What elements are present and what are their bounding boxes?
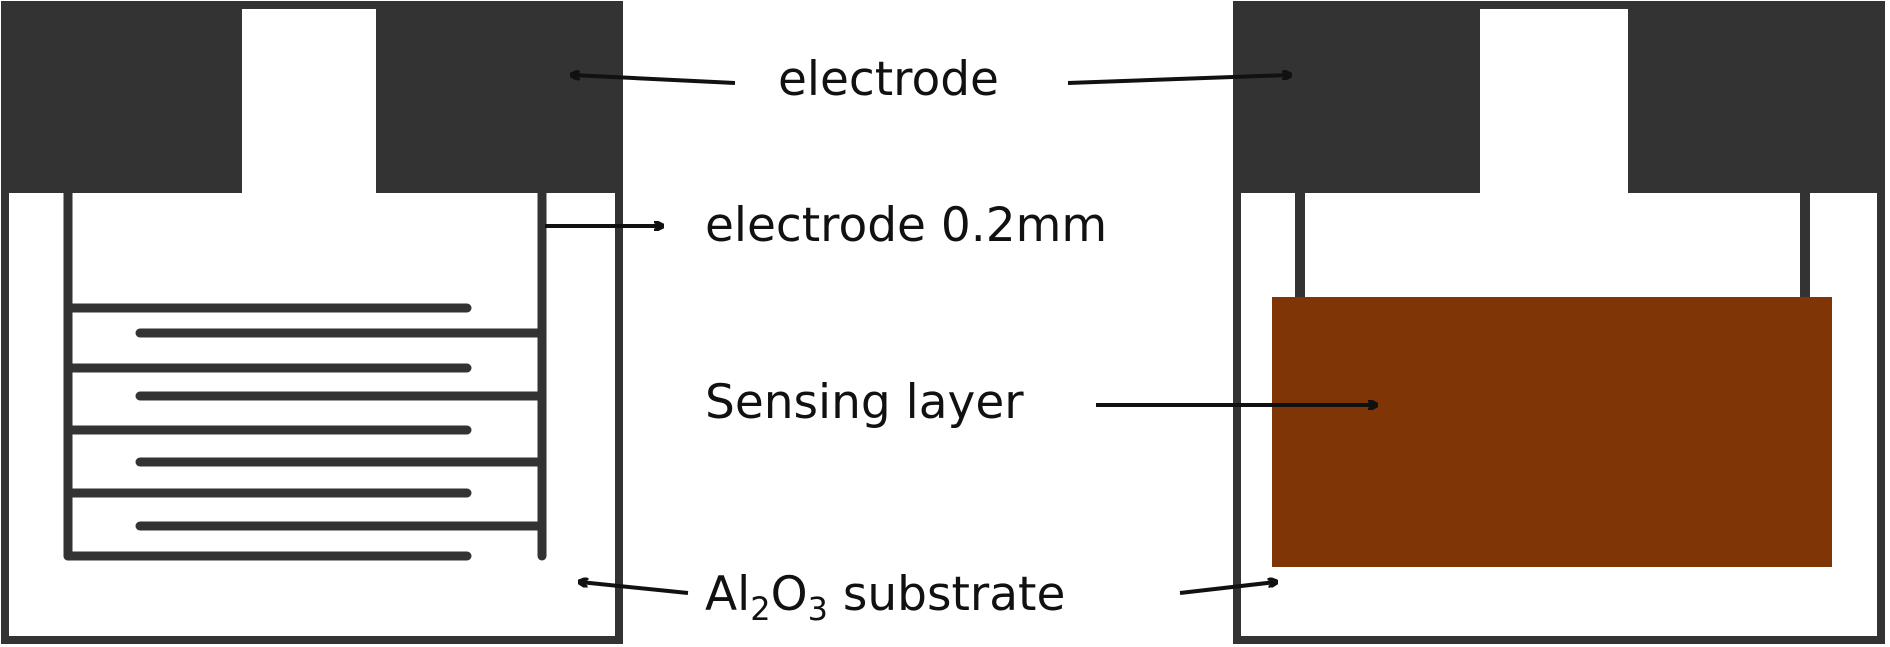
substrate-o: O [771,567,808,622]
label-substrate: Al2O3 substrate [705,567,1065,628]
label-electrode-width: electrode 0.2mm [705,198,1107,253]
interdigitated-electrode [63,188,547,561]
label-sensing-layer: Sensing layer [705,375,1024,430]
arrow-electrode-right [1067,75,1290,85]
label-electrode: electrode [778,52,999,107]
substrate-sub-2: 2 [750,590,770,628]
arrow-electrode-left [572,75,736,85]
right-electrode-pad-left [1237,5,1480,193]
sensing-layer [1272,297,1832,567]
left-sensor [1,1,623,644]
right-sensor [1233,1,1885,644]
right-electrode-pad-right [1628,5,1881,193]
substrate-sub-3: 3 [808,590,828,628]
substrate-word: substrate [828,567,1065,622]
left-electrode-pad-right [376,5,619,193]
arrow-substrate-right [1179,582,1276,595]
substrate-al: Al [705,567,750,622]
arrow-substrate-left [580,582,689,595]
left-electrode-pad-left [5,5,242,193]
arrows [545,75,1376,595]
